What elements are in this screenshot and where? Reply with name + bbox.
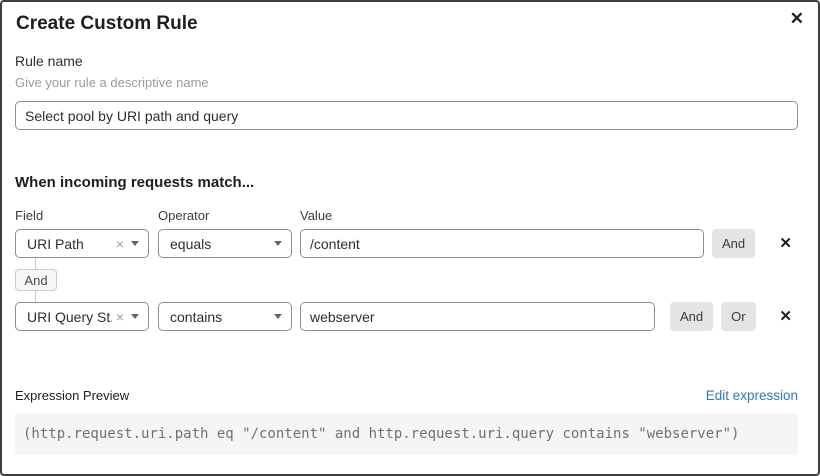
chevron-down-icon bbox=[131, 241, 139, 246]
dialog-title: Create Custom Rule bbox=[16, 13, 198, 34]
field-select[interactable]: URI Query St... × bbox=[15, 302, 149, 331]
delete-condition-icon[interactable]: ✕ bbox=[779, 308, 792, 325]
chevron-down-icon bbox=[131, 314, 139, 319]
condition-row: URI Path × equals And ✕ bbox=[15, 229, 798, 258]
condition-connector: And bbox=[15, 258, 798, 302]
chevron-down-icon bbox=[274, 241, 282, 246]
edit-expression-link[interactable]: Edit expression bbox=[705, 388, 798, 403]
condition-row: URI Query St... × contains And Or ✕ bbox=[15, 302, 798, 331]
rule-name-input[interactable] bbox=[15, 101, 798, 130]
add-and-condition-button[interactable]: And bbox=[670, 302, 714, 331]
expression-preview-label: Expression Preview bbox=[15, 388, 130, 403]
chevron-down-icon bbox=[274, 314, 282, 319]
expression-code: (http.request.uri.path eq "/content" and… bbox=[15, 413, 798, 455]
operator-select[interactable]: equals bbox=[158, 229, 292, 258]
match-section-heading: When incoming requests match... bbox=[15, 174, 255, 191]
and-connector-badge: And bbox=[15, 269, 57, 291]
delete-condition-icon[interactable]: ✕ bbox=[779, 235, 792, 252]
clear-icon[interactable]: × bbox=[115, 235, 124, 252]
value-input[interactable] bbox=[300, 302, 655, 331]
operator-column-label: Operator bbox=[158, 208, 210, 223]
clear-icon[interactable]: × bbox=[115, 308, 124, 325]
operator-select-value: contains bbox=[170, 308, 223, 325]
value-input[interactable] bbox=[300, 229, 704, 258]
value-column-label: Value bbox=[300, 208, 333, 223]
expression-preview-header: Expression Preview Edit expression bbox=[15, 388, 798, 404]
field-select[interactable]: URI Path × bbox=[15, 229, 149, 258]
close-icon[interactable]: ✕ bbox=[789, 9, 804, 28]
field-select-value: URI Path bbox=[27, 235, 84, 252]
rule-name-hint: Give your rule a descriptive name bbox=[15, 75, 209, 90]
operator-select-value: equals bbox=[170, 235, 212, 252]
field-column-label: Field bbox=[15, 208, 44, 223]
rule-name-label: Rule name bbox=[15, 53, 83, 69]
add-or-condition-button[interactable]: Or bbox=[721, 302, 756, 331]
add-and-condition-button[interactable]: And bbox=[712, 229, 756, 258]
condition-column-labels: Field Operator Value bbox=[15, 208, 798, 224]
field-select-value: URI Query St... bbox=[27, 308, 112, 325]
operator-select[interactable]: contains bbox=[158, 302, 292, 331]
